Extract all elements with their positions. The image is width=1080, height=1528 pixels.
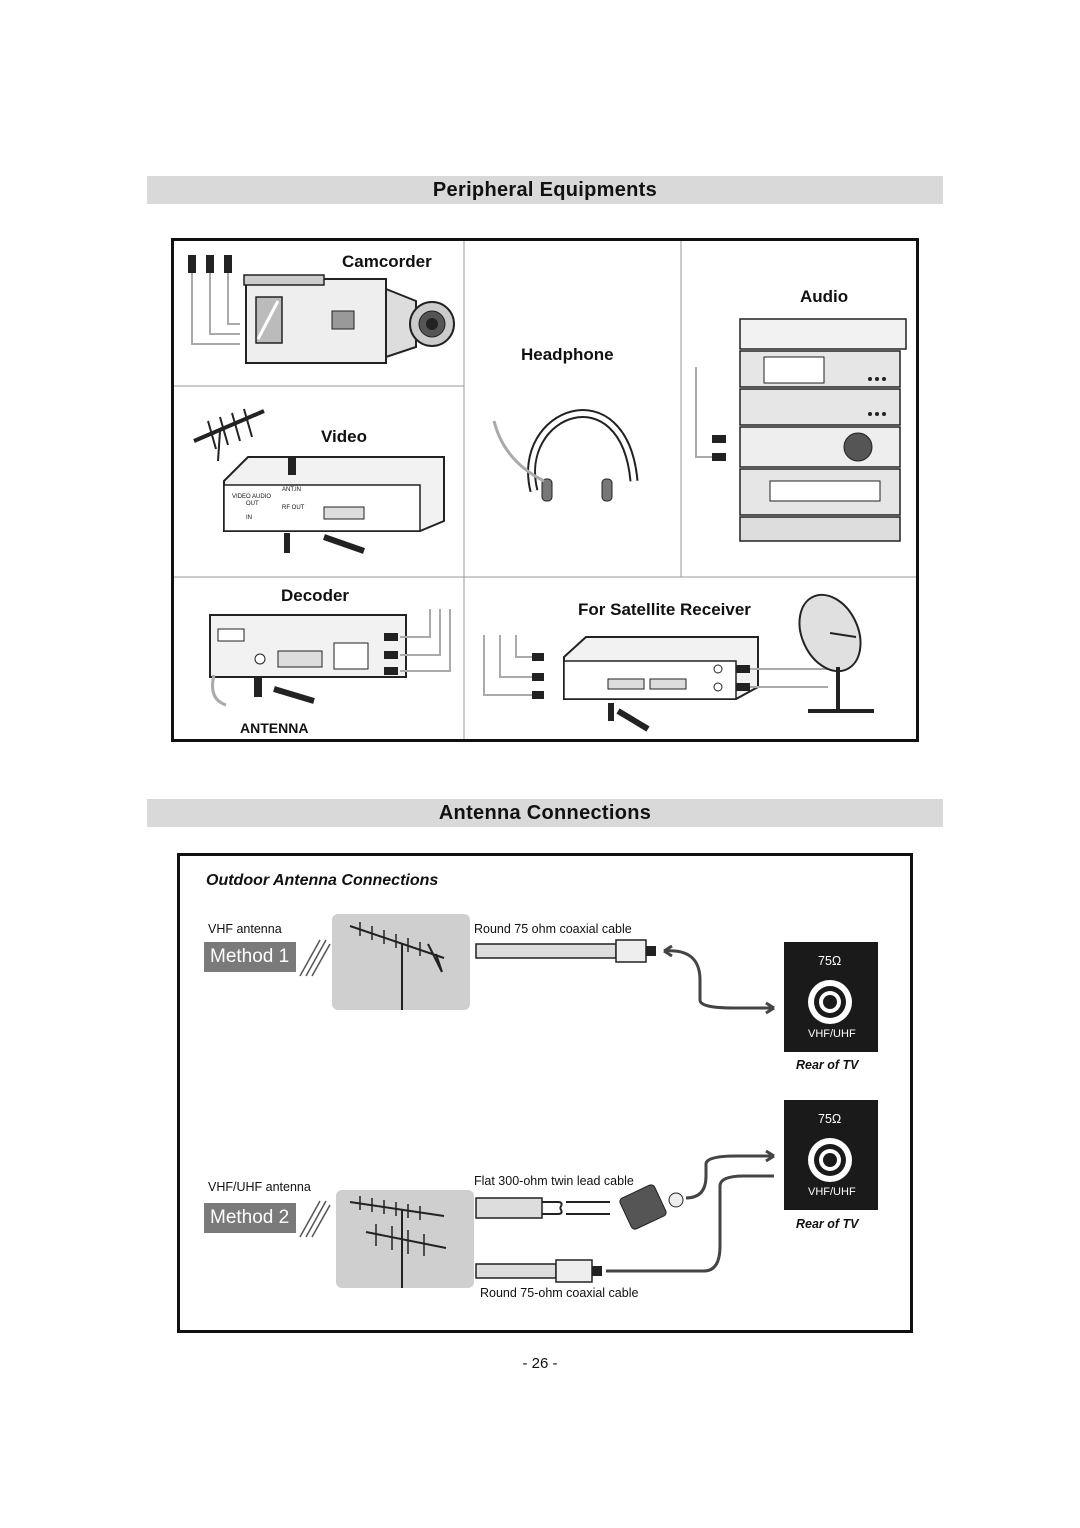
outdoor-antenna-subtitle: Outdoor Antenna Connections [206, 872, 439, 889]
method2-coax-cable-label: Round 75-ohm coaxial cable [480, 1286, 639, 1300]
method1-cable-label: Round 75 ohm coaxial cable [474, 922, 632, 936]
headphone-illustration [492, 409, 639, 502]
decoder-illustration [209, 609, 451, 707]
method2-badge: Method 2 [204, 1203, 296, 1233]
vcr-ant-in-label: ANT.IN [282, 487, 302, 493]
method2-twin-lead-cable [475, 1149, 775, 1283]
label-antenna: ANTENNA [240, 720, 309, 736]
antenna-connections-panel: Outdoor Antenna Connections VHF antenna … [177, 853, 913, 1333]
method2-rear-of-tv-label: Rear of TV [796, 1217, 859, 1231]
method2-socket-ohm-label: 75Ω [818, 1112, 842, 1126]
vcr-audio-port-label: AUDIO [252, 494, 272, 500]
method2-socket-band-label: VHF/UHF [808, 1186, 856, 1198]
method1-tv-socket-panel [784, 942, 878, 1052]
vcr-video-port-label: VIDEO [232, 494, 251, 500]
label-video: Video [321, 427, 367, 446]
audio-system-illustration [695, 318, 907, 542]
method1-badge: Method 1 [204, 942, 296, 972]
camcorder-illustration [188, 255, 455, 364]
method2-flat-cable-label: Flat 300-ohm twin lead cable [474, 1174, 634, 1188]
method2-badge-stripes [299, 1200, 331, 1238]
peripheral-diagram-panel: Camcorder Audio Headphone Video Decoder … [171, 238, 919, 742]
page-number: - 26 - [522, 1355, 558, 1372]
method1-socket-ohm-label: 75Ω [818, 954, 842, 968]
label-headphone: Headphone [521, 345, 614, 364]
label-satellite-receiver: For Satellite Receiver [578, 600, 751, 619]
method2-tv-socket-panel [784, 1100, 878, 1210]
vcr-rf-out-label: RF OUT [282, 505, 305, 511]
vcr-in-label: IN [246, 515, 252, 521]
vcr-illustration [193, 408, 445, 554]
method2-antenna-label: VHF/UHF antenna [208, 1180, 311, 1194]
section-title-antenna: Antenna Connections [147, 799, 943, 827]
method1-vhf-antenna-illustration [332, 914, 470, 1010]
method1-badge-stripes [299, 939, 331, 977]
section-title-peripheral: Peripheral Equipments [147, 176, 943, 204]
method2-vhf-uhf-antenna-illustration [336, 1190, 474, 1288]
satellite-receiver-illustration [483, 593, 874, 732]
vcr-out-label: OUT [246, 501, 259, 507]
method1-antenna-label: VHF antenna [208, 922, 282, 936]
label-camcorder: Camcorder [342, 252, 432, 271]
method1-coax-cable [475, 939, 775, 1015]
label-decoder: Decoder [281, 586, 350, 605]
method1-rear-of-tv-label: Rear of TV [796, 1058, 859, 1072]
method1-socket-band-label: VHF/UHF [808, 1028, 856, 1040]
panel-grid-lines [174, 241, 916, 739]
label-audio: Audio [800, 287, 849, 306]
